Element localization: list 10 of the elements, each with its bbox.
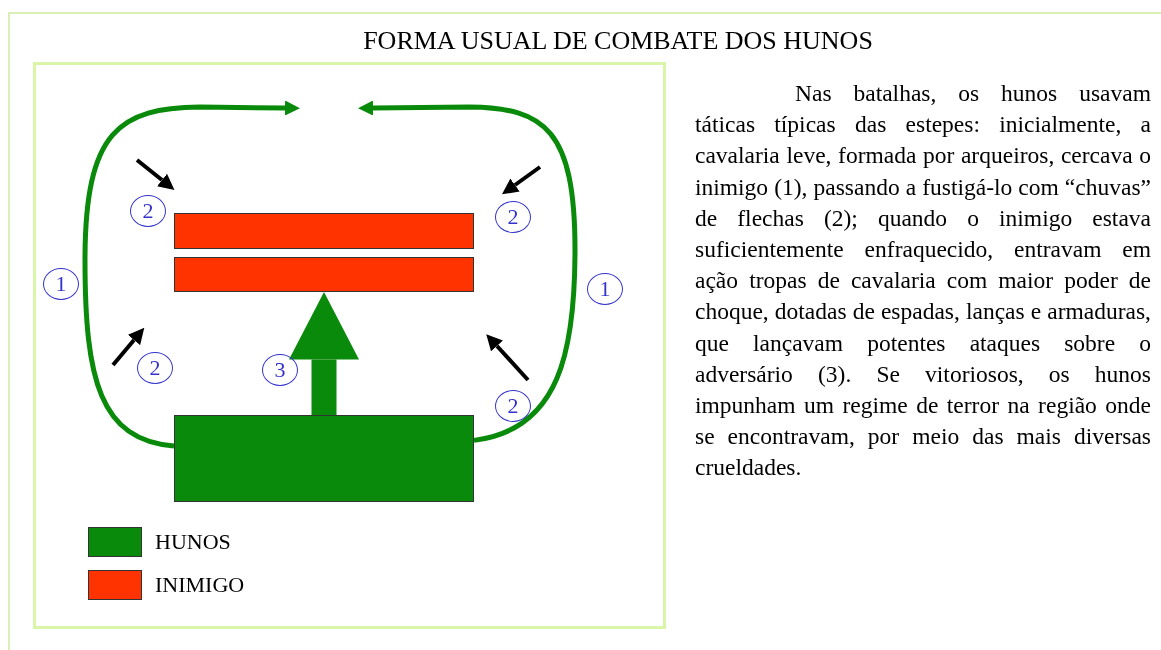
legend-label: HUNOS [155,529,231,555]
encircling-arrow [358,100,578,443]
enemy-line-block [174,257,474,292]
legend-label: INIMIGO [155,572,245,598]
huns-army-block [174,415,474,502]
diagram-title: FORMA USUAL DE COMBATE DOS HUNOS [362,26,874,56]
enemy-line-block [174,213,474,249]
attack-arrow [289,292,359,415]
encircling-arrow [82,100,300,449]
description-paragraph: Nas batalhas, os hunos usavam táticas típicas das estepes: inicialmente, a cavalaria leve, formada por arqueiros, cercava o inimigo (1), passando a fustigá-lo com “chuvas” de flechas (2); quando o inimigo estava suficientemente enfraquecido, entravam em ação tropas de cavalaria com maior poder de choque, dotadas de espadas, lanças e armaduras, que lançavam potentes ataques sobre o adversário (3). Se vitoriosos, os hunos impunham um regime de terror na região onde se encontravam, por meio das mais diversas crueldades. [695,79,1151,483]
